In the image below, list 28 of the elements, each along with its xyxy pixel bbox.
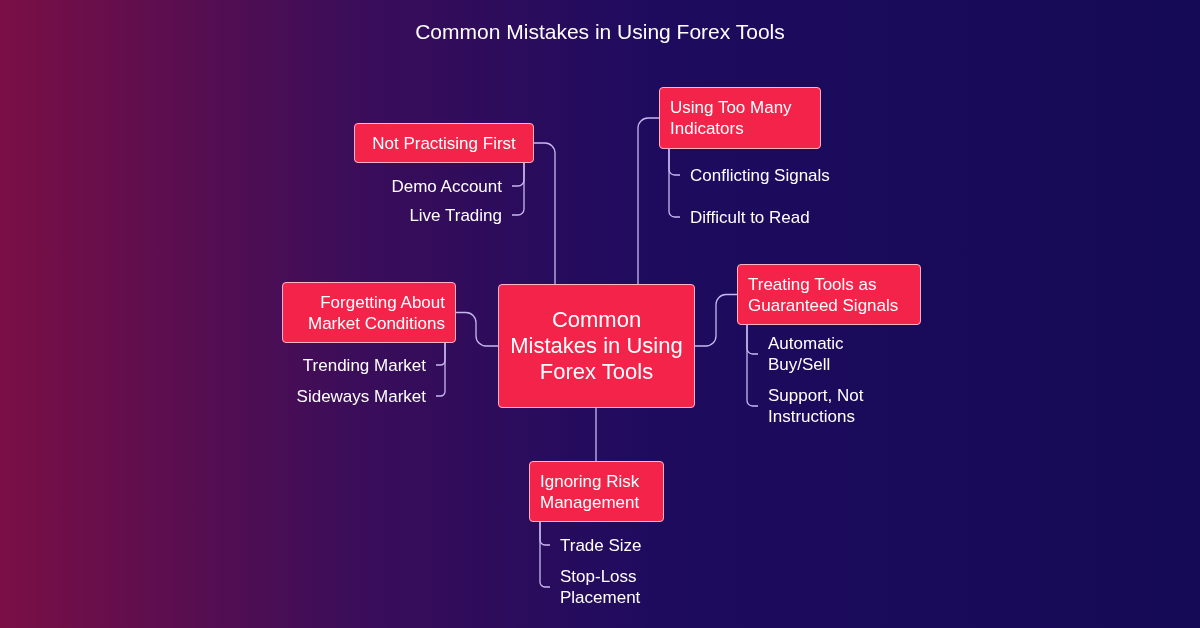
box-label: Not Practising First xyxy=(372,132,516,154)
sub-item-text: Support, Not Instructions xyxy=(768,385,865,427)
connector-line xyxy=(694,293,738,347)
connector-line xyxy=(595,407,597,462)
box-label: Common Mistakes in Using Forex Tools xyxy=(509,307,684,385)
sub-item-text: Trending Market xyxy=(302,354,426,376)
mistake-box xyxy=(498,284,695,408)
sub-item-text: Conflicting Signals xyxy=(690,164,830,186)
mistake-box xyxy=(737,264,921,325)
connector-line xyxy=(455,311,499,347)
connector-line xyxy=(637,117,660,285)
sub-item-text: Live Trading xyxy=(409,204,502,226)
sub-item-text: Automatic Buy/Sell xyxy=(768,333,845,375)
connector-line xyxy=(533,142,556,285)
mistake-box xyxy=(354,123,534,163)
mistake-box xyxy=(282,282,456,343)
title: Common Mistakes in Using Forex Tools xyxy=(414,20,786,44)
box-label: Ignoring Risk Management xyxy=(540,470,641,513)
sub-item-text: Difficult to Read xyxy=(690,206,810,228)
sub-item-text: Demo Account xyxy=(391,175,502,197)
mistake-box xyxy=(529,461,664,522)
sub-item-text: Sideways Market xyxy=(296,385,426,407)
mistake-box xyxy=(659,87,821,149)
box-label: Forgetting About Market Conditions xyxy=(307,291,445,334)
box-label: Treating Tools as Guaranteed Signals xyxy=(748,273,900,316)
sub-item-text: Stop-Loss Placement xyxy=(560,566,642,608)
box-label: Using Too Many Indicators xyxy=(670,97,793,139)
sub-item-text: Trade Size xyxy=(560,534,642,556)
